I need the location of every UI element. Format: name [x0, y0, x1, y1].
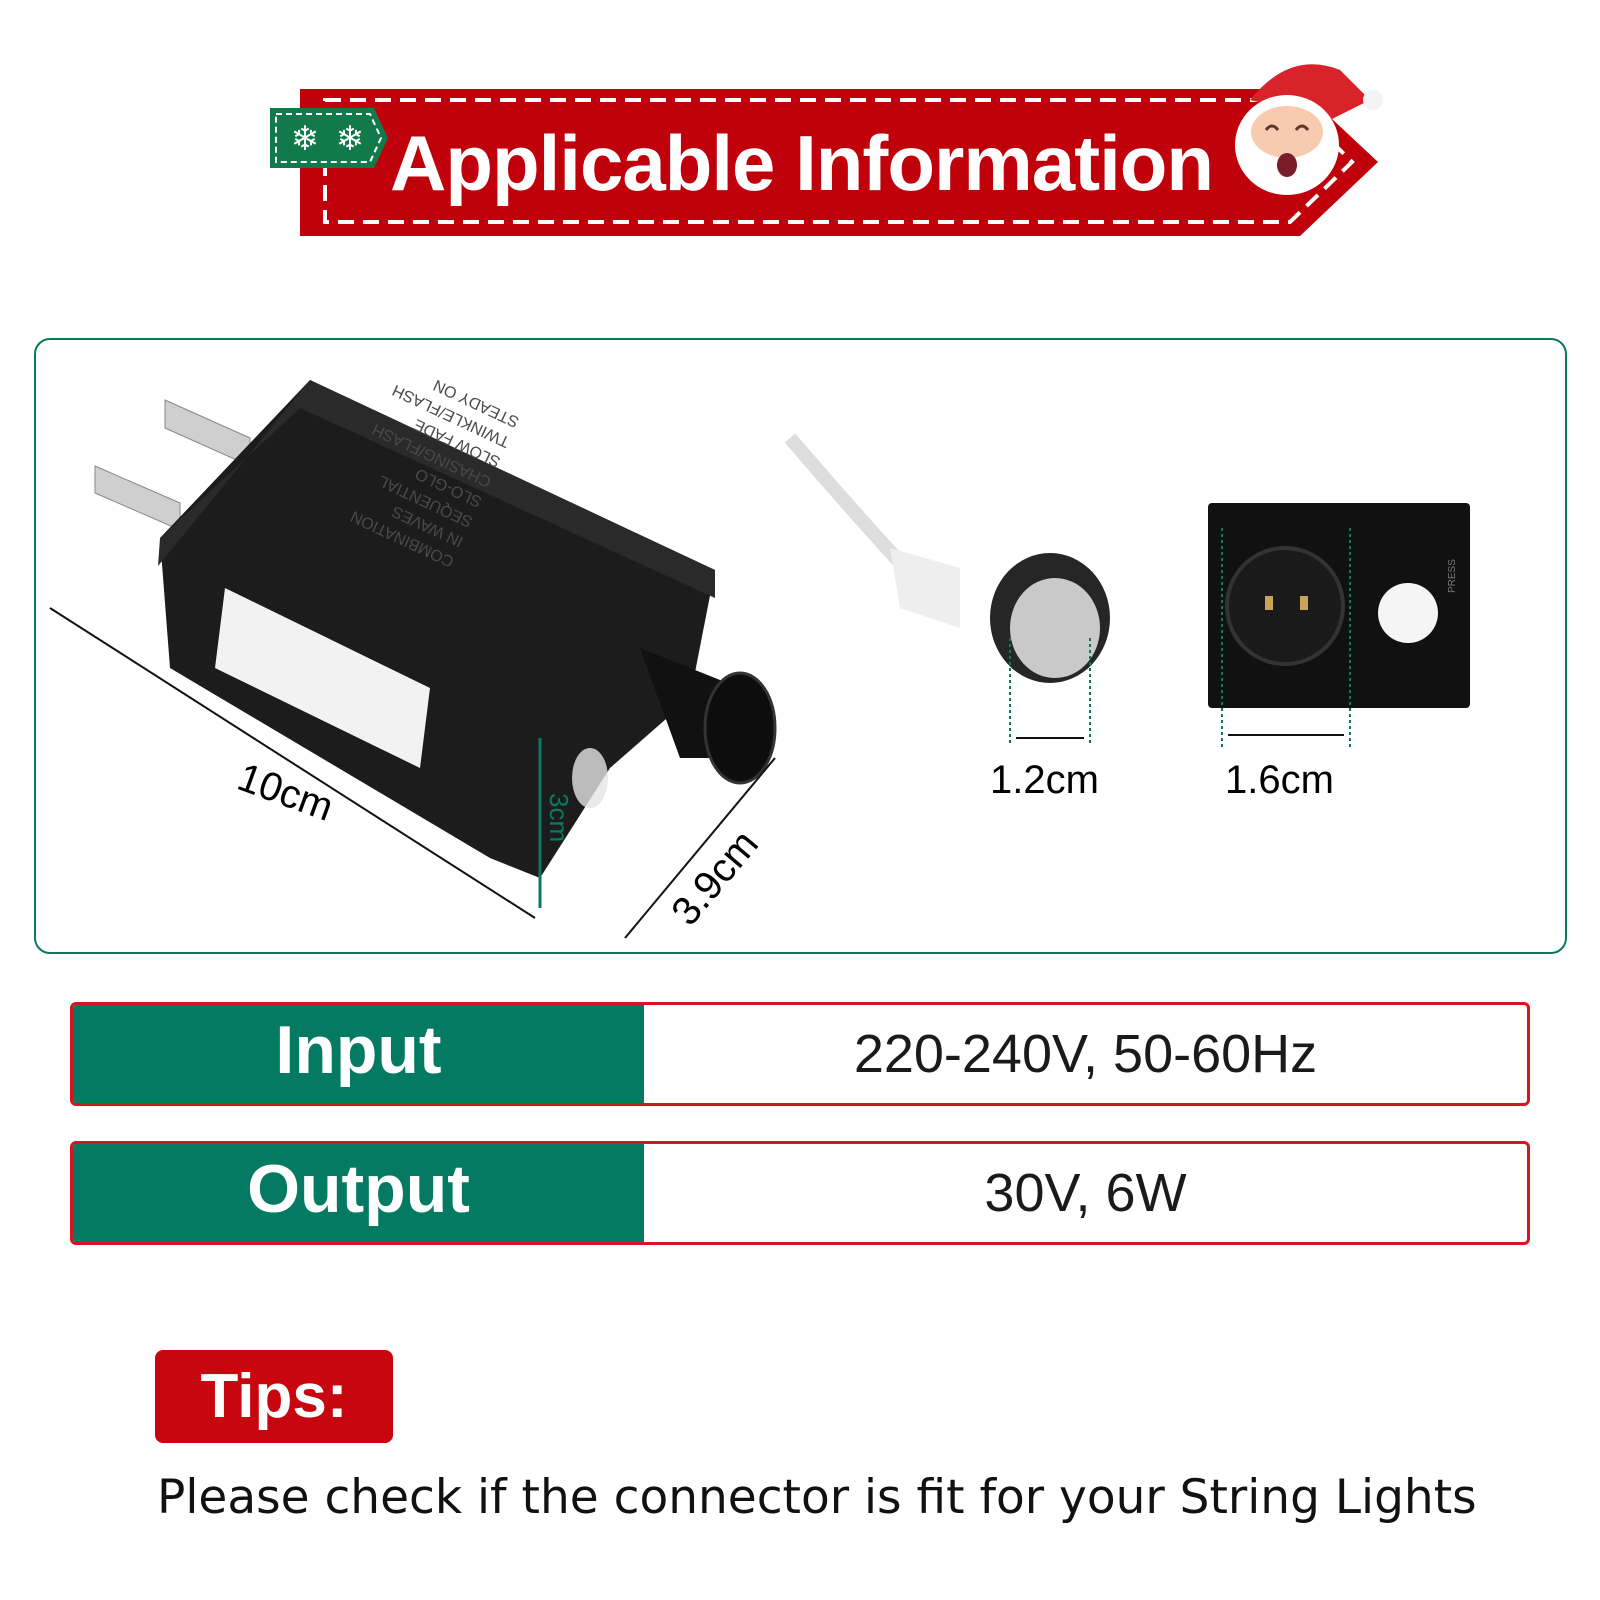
spec-label: Input [73, 1005, 644, 1103]
snowflake-tag-icon: ❄ ❄ [270, 108, 388, 168]
adapter-body: COMBINATION IN WAVES SEQUENTIAL SLO-GLO … [158, 376, 777, 878]
svg-text:❄: ❄ [291, 120, 320, 158]
plug-diameter-label: 1.2cm [990, 758, 1099, 802]
banner-title: Applicable Information [390, 119, 1214, 207]
tips-badge: Tips: [155, 1350, 393, 1443]
socket: PRESS [1208, 503, 1470, 748]
output-connector [640, 648, 777, 785]
spec-row-output: Output 30V, 6W [70, 1141, 1530, 1245]
press-label: PRESS [1447, 559, 1458, 593]
length-label: 10cm [232, 755, 339, 830]
tips-text: Please check if the connector is fit for… [157, 1470, 1477, 1525]
product-image: COMBINATION IN WAVES SEQUENTIAL SLO-GLO … [49, 376, 1470, 939]
width-label: 3.9cm [663, 822, 767, 934]
svg-text:❄: ❄ [336, 120, 365, 158]
spec-label: Output [73, 1144, 644, 1242]
cable-plug [784, 433, 1110, 743]
banner-graphic: ❄ ❄ [270, 64, 1383, 236]
spec-row-input: Input 220-240V, 50-60Hz [70, 1002, 1530, 1106]
warning-label [215, 588, 430, 768]
product-panel [34, 338, 1567, 954]
spec-value: 30V, 6W [984, 1163, 1187, 1223]
dimension-lines [49, 607, 776, 939]
santa-icon [1235, 64, 1383, 195]
socket-diameter-label: 1.6cm [1225, 758, 1334, 802]
height-label: 3cm [544, 793, 574, 842]
spec-value: 220-240V, 50-60Hz [853, 1024, 1318, 1084]
